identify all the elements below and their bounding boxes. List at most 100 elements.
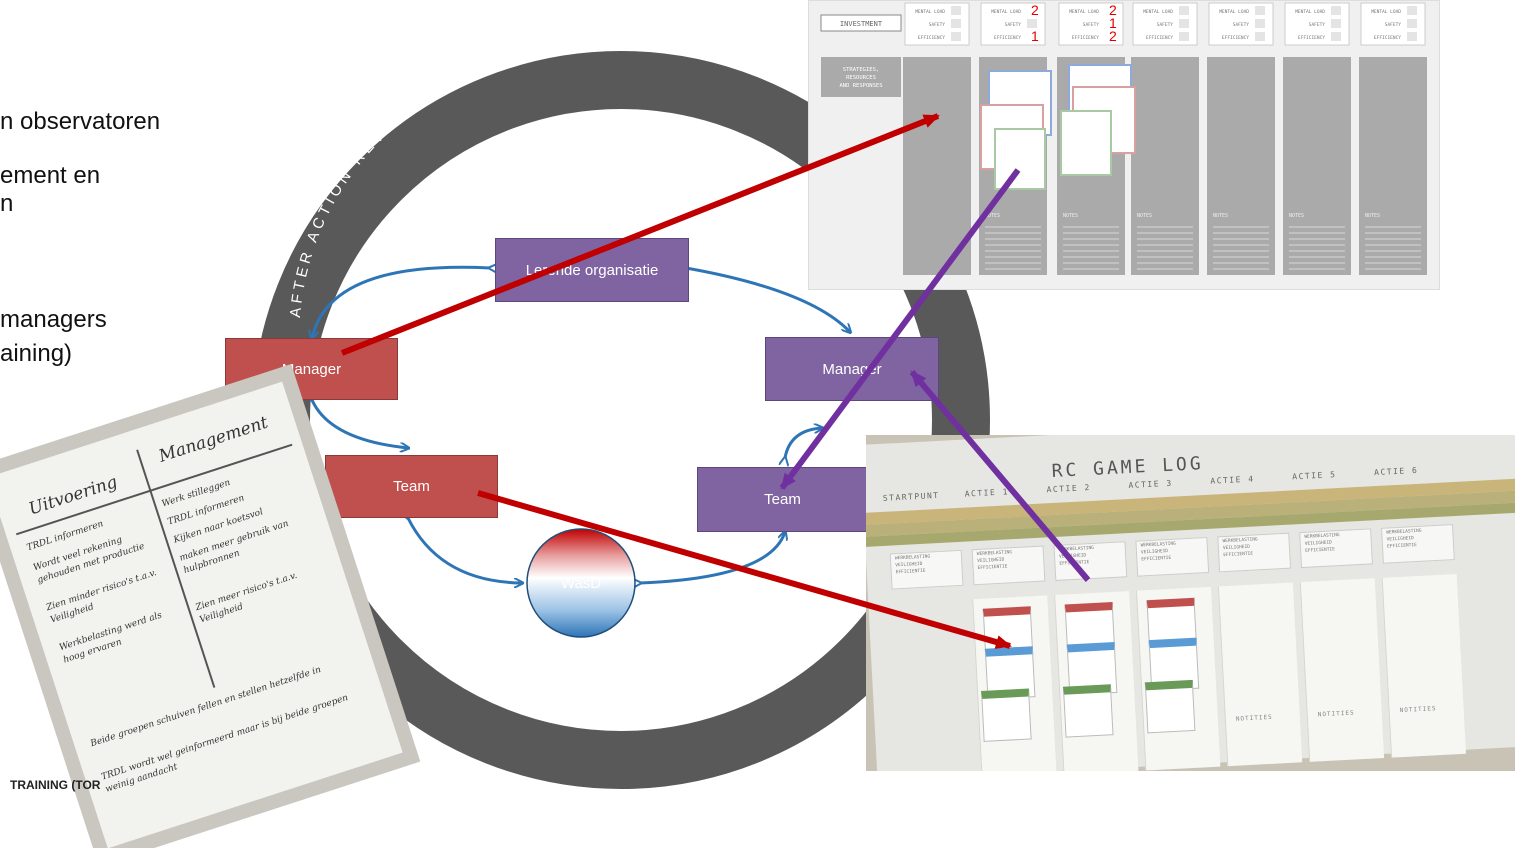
node-team-right-label: Team xyxy=(764,491,801,508)
game-log-row-label: EFFICIENTIE xyxy=(977,564,1008,572)
flipchart-right-item: Zien meer risico's t.a.v. Veiligheid xyxy=(194,570,299,626)
bullet-training: aining) xyxy=(0,340,73,367)
board-score-box xyxy=(1255,32,1265,41)
node-lerende-organisatie: Lerende organisatie xyxy=(495,238,689,302)
game-log-notes-label: NOTITIES xyxy=(1235,713,1273,723)
board-column xyxy=(1359,57,1427,275)
flipchart-bottom-list: Beide groepen schuiven fellen en stellen… xyxy=(89,652,374,797)
game-log-column-header: ACTIE 1 xyxy=(964,487,1010,499)
game-log-column-header: ACTIE 5 xyxy=(1292,470,1337,482)
board-row-label: SAFETY xyxy=(1157,22,1174,28)
board-row-label: SAFETY xyxy=(1233,22,1250,28)
board-row-label: EFFICIENCY xyxy=(1222,35,1249,41)
board-notes-label: NOTES xyxy=(1213,213,1228,219)
board-score-box xyxy=(951,6,961,15)
board-score-box xyxy=(1179,6,1189,15)
game-log-row-label: EFFICIENTIE xyxy=(1386,542,1417,550)
board-score-mark: 2 xyxy=(1109,2,1117,18)
board-row-label: MENTAL LOAD xyxy=(991,9,1021,15)
board-row-label: EFFICIENCY xyxy=(1146,35,1173,41)
board-row-label: MENTAL LOAD xyxy=(1069,9,1099,15)
board-score-box xyxy=(951,19,961,28)
investment-label: INVESTMENT xyxy=(840,20,883,28)
board-notes-label: NOTES xyxy=(1137,213,1152,219)
node-team-left-label: Team xyxy=(393,478,430,495)
board-score-box xyxy=(1331,32,1341,41)
board-header-card xyxy=(1058,2,1124,46)
arrow-team-wasd-left xyxy=(408,518,522,583)
board-score-mark: 1 xyxy=(1031,28,1039,44)
flipchart-left-list: TRDL informeren Wordt veel rekening geho… xyxy=(25,503,189,668)
board-row-label: MENTAL LOAD xyxy=(1295,9,1325,15)
node-manager-left-label: Manager xyxy=(281,360,342,378)
board-score-box xyxy=(1179,19,1189,28)
board-score-mark: 2 xyxy=(1109,28,1117,44)
board-row-label: MENTAL LOAD xyxy=(1219,9,1249,15)
board-score-box xyxy=(1179,32,1189,41)
board-row-label: SAFETY xyxy=(1083,22,1100,28)
board-score-mark: 2 xyxy=(1031,2,1039,18)
board-row-label: MENTAL LOAD xyxy=(1143,9,1173,15)
game-log-row-label: EFFICIENTIE xyxy=(895,568,926,576)
board-score-box xyxy=(1255,19,1265,28)
board-score-box xyxy=(1331,19,1341,28)
bullet-observatoren: n observatoren xyxy=(0,108,161,135)
game-log-row-label: EFFICIENTIE xyxy=(1141,555,1172,563)
node-manager-right-label: Manager xyxy=(822,360,882,378)
board-score-box xyxy=(1027,19,1037,28)
game-log-column-header: ACTIE 2 xyxy=(1046,482,1091,495)
flipchart-col-left: Uitvoering xyxy=(26,472,120,520)
game-log-column-header: STARTPUNT xyxy=(882,490,940,503)
node-team-left: Team xyxy=(325,455,498,518)
game-log-column: NOTITIES xyxy=(1299,578,1385,762)
game-log-column-header: ACTIE 4 xyxy=(1210,474,1255,486)
board-notes-label: NOTES xyxy=(1365,213,1380,219)
game-log-row-label: EFFICIENTIE xyxy=(1305,547,1336,554)
board-row-label: SAFETY xyxy=(1385,22,1402,28)
bullet-management: ement en xyxy=(0,162,101,189)
board-column xyxy=(903,57,971,275)
board-row-label: MENTAL LOAD xyxy=(1371,9,1401,15)
game-log-column: NOTITIES xyxy=(1381,573,1466,758)
game-log-sticky-note xyxy=(1144,679,1196,734)
arrow-manager-team-right xyxy=(785,428,822,458)
node-wasd-label: WasD xyxy=(560,574,602,592)
board-column xyxy=(1207,57,1275,275)
board-score-mark: 1 xyxy=(1109,15,1117,31)
board-score-box xyxy=(1407,6,1417,15)
board-row-label: EFFICIENCY xyxy=(1298,35,1325,41)
game-log-column-header: ACTIE 3 xyxy=(1128,478,1173,490)
board-row-label: SAFETY xyxy=(929,22,946,28)
board-row-label: EFFICIENCY xyxy=(994,35,1021,41)
board-score-box xyxy=(1331,6,1341,15)
game-log-column: NOTITIES xyxy=(1217,582,1303,767)
board-score-box xyxy=(1407,32,1417,41)
game-log-title: RC GAME LOG xyxy=(1051,453,1205,482)
arrow-wasd-team-right xyxy=(640,532,785,583)
board-column xyxy=(1283,57,1351,275)
board-notes-label: NOTES xyxy=(985,213,1000,219)
board-row-label: EFFICIENCY xyxy=(1072,35,1099,41)
board-score-box xyxy=(951,32,961,41)
game-log-notes-label: NOTITIES xyxy=(1399,705,1437,715)
board-column xyxy=(1131,57,1199,275)
board-score-box xyxy=(1407,19,1417,28)
board-notes-label: NOTES xyxy=(1063,213,1078,219)
game-log-sticky-note xyxy=(1062,684,1114,738)
game-log-row-label: EFFICIENTIE xyxy=(1223,551,1254,559)
bullet-n: n xyxy=(0,190,14,217)
board-row-label: EFFICIENCY xyxy=(918,35,945,41)
board-row-label: EFFICIENCY xyxy=(1374,35,1401,41)
